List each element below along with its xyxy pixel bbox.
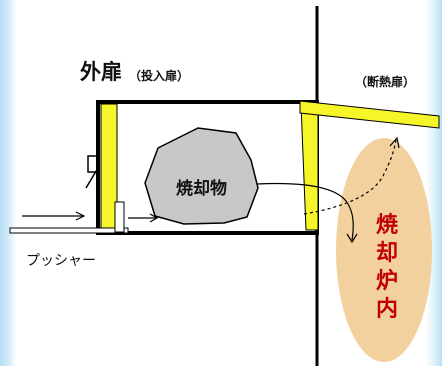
pusher-label: プッシャー xyxy=(26,253,96,269)
waste-material-label: 焼却物 xyxy=(176,179,227,199)
outer-door-label: 外扉 xyxy=(80,60,122,84)
pusher-plate xyxy=(114,201,125,233)
door-latch xyxy=(87,155,99,173)
insulated-door-flap xyxy=(299,100,440,129)
furnace-interior-label: 焼却炉内 xyxy=(375,213,398,322)
pusher-rod xyxy=(9,227,129,234)
flow-path-dashed-head xyxy=(389,136,400,149)
motion-arrow-outer-head xyxy=(75,211,86,221)
insulated-door xyxy=(300,103,319,231)
furnace-interior-area xyxy=(336,138,432,362)
motion-arrow-inner-head xyxy=(149,213,159,223)
outer-door-sub-label: （投入扉） xyxy=(129,69,190,83)
flow-path-dashed xyxy=(303,139,397,215)
flow-path-solid-head xyxy=(346,233,358,244)
door-latch-bolt xyxy=(85,167,99,189)
flow-path-solid xyxy=(256,182,354,241)
waste-material xyxy=(144,127,259,225)
insulated-door-label: （断熱扉） xyxy=(355,75,416,89)
